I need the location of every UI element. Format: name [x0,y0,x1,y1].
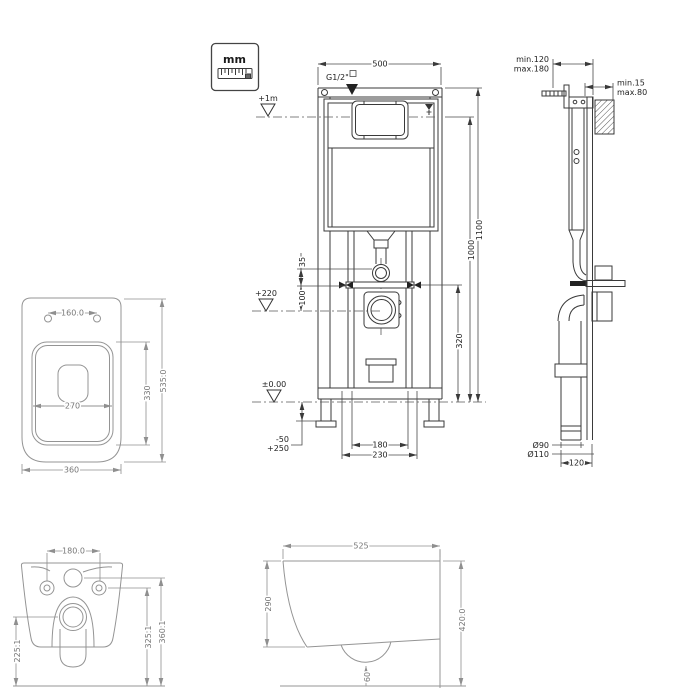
frame-structure [315,87,445,428]
dim-420-label: 420.0 [458,609,467,632]
badge-unit-label: mm [223,53,246,66]
drain-pipe [554,321,588,441]
dim-525-label: 525 [353,542,368,551]
pan-top-view: 160.0 270 330 535.0 360 [21,297,170,476]
dim-325-label: 325.1 [144,626,153,649]
adjustable-feet [315,399,445,428]
bowl-sump [57,364,89,403]
dim-330-label: 330 [143,385,152,400]
dim-1000-label: 1000 [467,240,476,260]
wall-anchor-rod [541,84,570,109]
frame-hole-left [321,89,328,96]
pan-front-curve [282,560,308,648]
bracket-bolt [570,281,586,286]
seat-hole-left [44,314,52,323]
inlet-valve-glyph [349,70,357,77]
frame-hole-right [432,89,439,96]
anchor-symbol-right [407,281,421,289]
pan-profile-dimensions [263,543,465,686]
dim-35-label: 35 [298,257,307,267]
flush-bend [572,261,587,282]
dim-360-1-label: 360.1 [158,621,167,644]
front-view-frame-elevation: 500 G1/2" +1m 35 100 +220 ±0.0 [252,58,486,461]
ruler-icon [217,68,253,79]
water-level-symbol [425,104,433,115]
trapway-arch [51,596,95,648]
cistern-outlet-funnel [366,230,396,264]
water-inlet-hole [63,568,83,588]
level-220-label: +220 [255,289,277,298]
level-1m-triangle [260,103,276,117]
outlet-hole-inner [62,606,84,628]
dim-360-label: 360 [64,466,79,475]
fixing-hole-left [39,580,55,596]
inlet-g12-label: G1/2" [326,73,349,82]
trapway-tube [59,629,87,668]
adjust-minus50-label: -50 [276,435,289,444]
dim-500-label: 500 [372,60,387,69]
dim-60-label: 60 [363,672,372,682]
inner-guide-rails [347,231,413,388]
dim-1100-label: 1100 [475,220,484,240]
cistern-profile [568,107,585,262]
anchor-symbol-left [339,281,353,289]
plate-max-label: max.80 [617,88,647,97]
outlet-hole-outer [59,603,87,631]
dim-535-label: 535.0 [159,370,168,393]
dim-120-label: 120 [569,459,584,468]
bowl-rim-inner [35,345,110,442]
crossbar-bracket [339,281,421,289]
wall-flange-plate [585,280,626,287]
badge-frame [210,42,260,92]
front-view-dimensions: 500 G1/2" +1m 35 100 +220 ±0.0 [252,58,486,461]
depth-min-label: min.120 [516,55,549,64]
pan-top-dimensions [21,298,166,474]
mm-unit-badge: mm [210,42,260,92]
drain-d110-label: Ø110 [527,449,549,459]
level-220-triangle [258,298,274,312]
dim-225-label: 225.1 [13,640,22,663]
dim-100-label: 100 [298,290,307,305]
side-frame-structure [541,84,626,441]
outlet-dome-arc [340,641,392,663]
dim-270-label: 270 [65,402,80,411]
drain-socket-holder [365,358,397,383]
pan-top-outline [21,297,122,463]
outlet-socket [591,291,613,322]
pan-rear-dimensions [13,548,165,686]
drain-d90-label: Ø90 [533,440,549,450]
pan-side-view: 525 290 420.0 60 [263,540,469,688]
dim-180-holes-label: 180.0 [62,547,85,556]
upper-wall-block [594,265,613,281]
flush-plate-opening [351,100,409,140]
level-zero-triangle [266,389,282,403]
seat-hole-right [93,314,101,323]
dim-160-label: 160.0 [61,309,84,318]
level-zero-label: ±0.00 [262,380,287,389]
pan-profile-outline [280,550,466,688]
adjust-plus250-label: +250 [267,444,289,453]
pan-rear-view: 180.0 225.1 325.1 360.1 [12,545,169,687]
level-1m-label: +1m [258,94,278,103]
inlet-marker-triangle [346,84,358,95]
fixing-hole-right [91,580,107,596]
outlet-bend-assembly [363,291,402,329]
flush-pipe-connector [372,264,390,282]
dim-320-label: 320 [455,333,464,348]
bowl-rim-outer [31,341,114,446]
dim-290-label: 290 [264,596,273,611]
dim-180-label: 180 [372,441,387,450]
side-view-frame-profile: min.120 max.180 min.15 max.80 Ø90 Ø110 [514,55,647,469]
dim-230-label: 230 [372,451,387,460]
side-view-dimensions: min.120 max.180 min.15 max.80 Ø90 Ø110 [514,55,647,469]
plate-min-label: min.15 [617,79,645,88]
outlet-elbow [557,294,585,322]
wall-section-hatch [594,99,615,135]
pan-rear-outline [13,562,165,687]
depth-max-label: max.180 [514,65,549,74]
